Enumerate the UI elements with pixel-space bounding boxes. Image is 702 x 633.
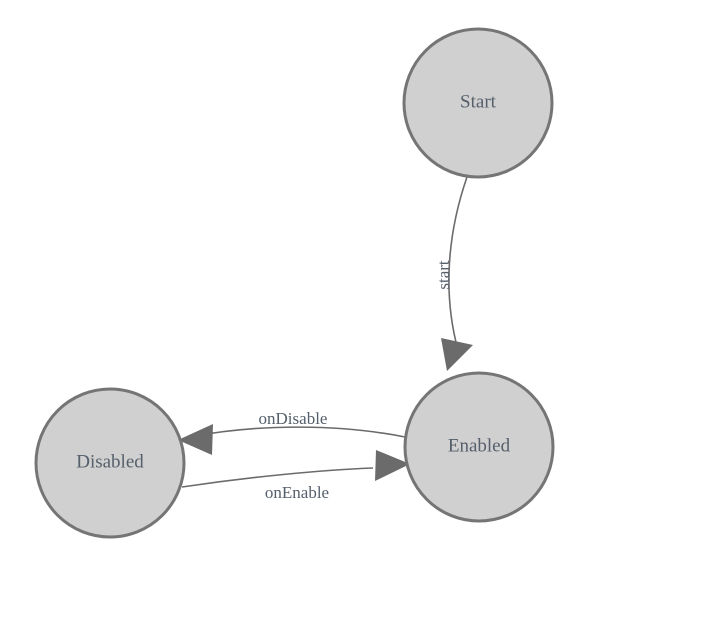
- edge-disabled-to-enabled-path: [181, 467, 374, 488]
- state-node-enabled-circle: [403, 371, 555, 523]
- edge-label-on-enable: onEnable: [265, 483, 329, 502]
- edge-label-on-disable: onDisable: [259, 409, 328, 428]
- state-node-enabled-label: Enabled: [448, 435, 511, 456]
- edge-start-to-enabled[interactable]: [441, 176, 473, 371]
- state-node-disabled-label: Disabled: [76, 451, 144, 472]
- arrowhead-start-to-enabled: [441, 338, 473, 371]
- arrowhead-enabled-to-disabled: [178, 424, 213, 455]
- state-node-start-label: Start: [460, 91, 497, 112]
- state-node-disabled-circle: [34, 387, 186, 539]
- edge-disabled-to-enabled[interactable]: [181, 450, 410, 488]
- state-node-enabled[interactable]: Enabled: [403, 371, 555, 523]
- edge-start-to-enabled-path: [448, 176, 468, 351]
- edge-label-start: start: [434, 260, 453, 290]
- edge-enabled-to-disabled-path: [194, 426, 406, 438]
- arrowhead-disabled-to-enabled: [375, 450, 410, 481]
- state-node-start[interactable]: Start: [402, 27, 554, 179]
- state-node-start-circle: [402, 27, 554, 179]
- state-node-disabled[interactable]: Disabled: [34, 387, 186, 539]
- edge-enabled-to-disabled[interactable]: [178, 424, 406, 455]
